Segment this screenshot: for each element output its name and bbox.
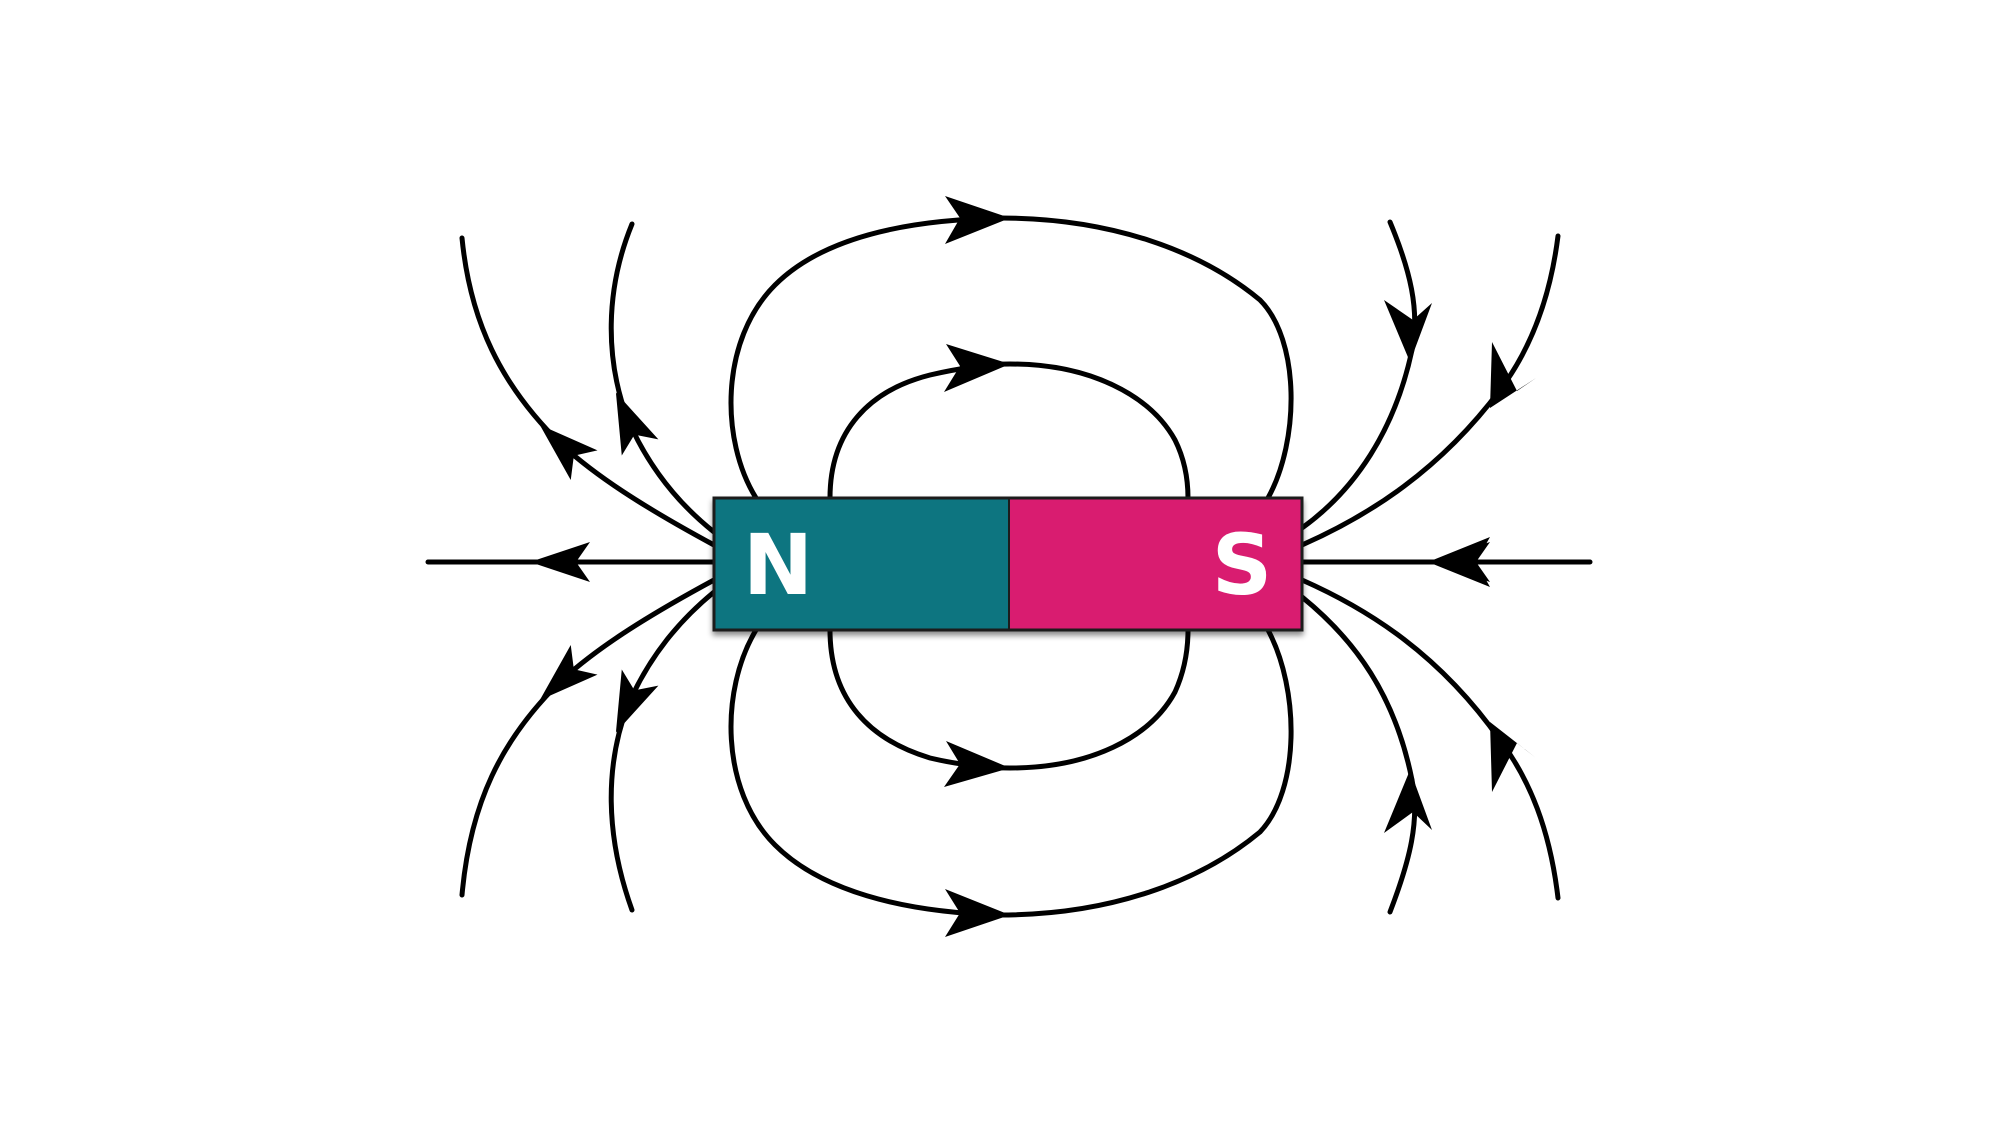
loop-upper-outer <box>728 215 1294 501</box>
right-arrowheads <box>1384 300 1536 833</box>
arrow-loop-upper-outer <box>945 196 1010 244</box>
arrow-right-lower-outer <box>1490 722 1536 792</box>
left-field-lines <box>425 221 717 913</box>
north-pole <box>714 498 1009 630</box>
arrow-right-lower-inner <box>1384 770 1432 833</box>
field-line-left-lower-outer-tail <box>459 677 565 898</box>
loop-lower-inner <box>827 627 1191 771</box>
arrow-right-upper-inner <box>1384 300 1432 362</box>
loop-lower-outer <box>728 627 1294 918</box>
field-line-left-upper-outer-tail <box>459 235 565 448</box>
loop-arrowheads <box>944 196 1010 937</box>
north-label: N <box>743 516 813 614</box>
field-line-left-upper-inner <box>615 392 717 535</box>
arrow-loop-upper-inner <box>944 344 1010 392</box>
field-line-left-upper-inner-tail <box>608 221 635 423</box>
field-line-left-lower-inner <box>615 589 717 733</box>
field-line-right-upper-outer-tail <box>1497 233 1561 393</box>
loop-upper-inner <box>827 361 1191 501</box>
arrow-loop-lower-outer <box>945 889 1010 937</box>
south-label: S <box>1212 516 1273 614</box>
field-line-left-lower-outer <box>539 577 717 701</box>
field-line-right-lower-inner <box>1299 594 1415 783</box>
field-line-right-upper-outer <box>1299 387 1503 548</box>
field-line-left-upper-outer <box>539 424 717 548</box>
field-line-left-lower-inner-tail <box>608 702 635 913</box>
arrow-loop-lower-inner <box>944 741 1010 787</box>
field-line-right-lower-outer <box>1299 577 1503 743</box>
field-line-right-upper-inner <box>1299 347 1415 531</box>
right-field-lines <box>1299 219 1593 915</box>
bar-magnet <box>712 496 1304 632</box>
arrow-right-axis <box>1428 537 1490 587</box>
arrow-right-upper-outer <box>1490 342 1536 408</box>
field-line-right-lower-outer-tail <box>1497 737 1561 901</box>
south-pole <box>1009 498 1302 630</box>
